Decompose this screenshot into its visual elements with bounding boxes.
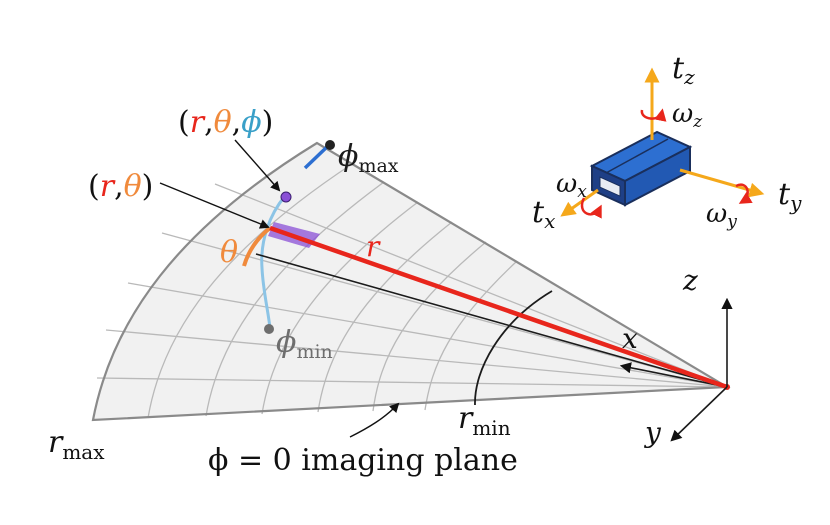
- label-axis-x: x: [622, 322, 638, 355]
- label-wz: ωz: [672, 99, 703, 132]
- label-imaging-plane: ϕ = 0 imaging plane: [208, 443, 518, 478]
- label-axis-z: z: [682, 264, 698, 297]
- point-r-theta-phi: [280, 191, 292, 203]
- label-tx: tx: [532, 195, 555, 233]
- pointer-imaging-plane: [349, 402, 400, 438]
- label-r-theta-phi: (r,θ,ϕ): [178, 105, 273, 140]
- y-axis-arrow: [670, 386, 728, 442]
- point-phi-max: [325, 140, 335, 150]
- sonar-sensor: [589, 130, 693, 207]
- x-axis-arrow: [619, 362, 728, 388]
- reference-ray: [255, 253, 728, 388]
- fan-outline: [91, 141, 731, 422]
- label-ty: ty: [778, 177, 802, 215]
- pointer-r-theta: [159, 182, 270, 229]
- imaging-fan: [93, 143, 727, 420]
- theta-arc: [242, 226, 272, 267]
- label-wx: ωx: [556, 169, 587, 202]
- sensor-rotations: [580, 108, 753, 219]
- label-phi-min: ϕmin: [276, 325, 333, 363]
- label-theta: θ: [220, 235, 238, 270]
- phi-arc: [260, 195, 287, 329]
- sensor-top-seam: [605, 138, 669, 174]
- pointer-r-theta-phi: [234, 139, 281, 192]
- label-axis-y: y: [643, 416, 662, 449]
- label-r-max: rmax: [48, 425, 105, 464]
- sensor-lens: [599, 176, 621, 197]
- label-r: r: [366, 230, 381, 263]
- point-phi-min: [264, 324, 274, 334]
- label-r-theta: (r,θ): [88, 169, 153, 204]
- label-r-min: rmin: [458, 401, 511, 440]
- phi-max-stroke: [303, 143, 331, 170]
- r-min-arc: [474, 290, 553, 406]
- label-tz: tz: [672, 51, 695, 89]
- label-phi-max: ϕmax: [338, 139, 399, 177]
- range-line: [269, 225, 728, 390]
- label-wy: ωy: [706, 199, 737, 232]
